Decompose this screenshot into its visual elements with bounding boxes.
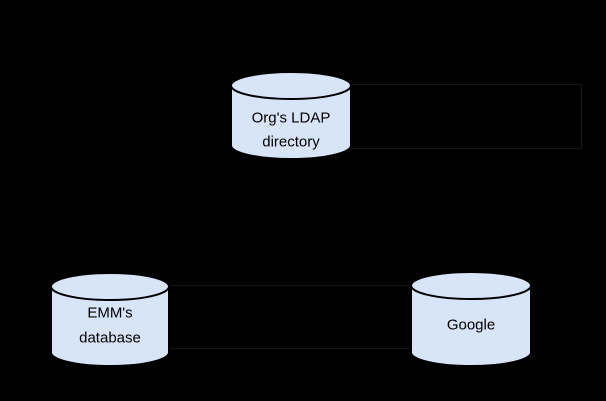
faint-connector-band-ldap-right: [350, 84, 582, 149]
google-cylinder-top: [410, 271, 532, 300]
google-label-line-1: Google: [447, 317, 495, 334]
node-emm-database: EMM's database: [50, 272, 170, 367]
ldap-cylinder-top: [230, 71, 352, 100]
emm-cylinder-body: [50, 286, 170, 367]
ldap-cylinder-body: [230, 85, 352, 160]
faint-connector-band-bottom: [168, 285, 412, 349]
ldap-label-line-1: Org's LDAP: [252, 110, 331, 127]
node-google: Google: [410, 271, 532, 367]
emm-label-line-1: EMM's: [87, 305, 132, 322]
google-cylinder-body: [410, 285, 532, 367]
emm-label-line-2: database: [79, 330, 141, 347]
node-ldap-directory: Org's LDAP directory: [230, 71, 352, 160]
ldap-label-line-2: directory: [262, 134, 320, 151]
emm-cylinder-top: [50, 272, 170, 301]
